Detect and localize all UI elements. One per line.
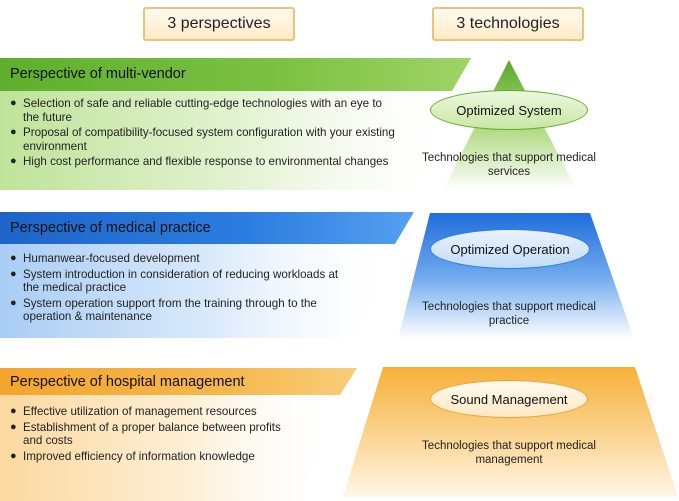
medical-practice-title: Perspective of medical practice <box>10 220 211 236</box>
list-item: Humanwear-focused development <box>10 252 355 266</box>
multi-vendor-title: Perspective of multi-vendor <box>10 66 186 82</box>
optimized-operation-caption: Technologies that support medical practi… <box>422 301 596 327</box>
optimized-system-label: Optimized System <box>430 90 588 130</box>
list-item: Establishment of a proper balance betwee… <box>10 421 300 448</box>
pyramid-bottom-tier <box>343 367 678 497</box>
optimized-operation-label: Optimized Operation <box>430 229 590 269</box>
hospital-management-list: Effective utilization of management reso… <box>10 405 300 465</box>
list-item: High cost performance and flexible respo… <box>10 155 395 169</box>
list-item: System introduction in consideration of … <box>10 268 355 295</box>
list-item: Improved efficiency of information knowl… <box>10 450 300 464</box>
sound-management-label: Sound Management <box>430 380 588 418</box>
list-item: System operation support from the traini… <box>10 297 355 324</box>
list-item: Selection of safe and reliable cutting-e… <box>10 97 395 124</box>
multi-vendor-bar <box>0 58 471 91</box>
technologies-header: 3 technologies <box>432 7 584 41</box>
list-item: Proposal of compatibility-focused system… <box>10 126 395 153</box>
hospital-management-bar <box>0 368 357 395</box>
perspectives-header: 3 perspectives <box>143 7 295 41</box>
sound-management-caption: Technologies that support medical manage… <box>422 440 596 466</box>
optimized-system-caption: Technologies that support medical servic… <box>422 152 596 178</box>
medical-practice-list: Humanwear-focused development System int… <box>10 252 355 326</box>
list-item: Effective utilization of management reso… <box>10 405 300 419</box>
multi-vendor-list: Selection of safe and reliable cutting-e… <box>10 97 395 171</box>
hospital-management-title: Perspective of hospital management <box>10 374 245 390</box>
medical-practice-bar <box>0 212 414 244</box>
